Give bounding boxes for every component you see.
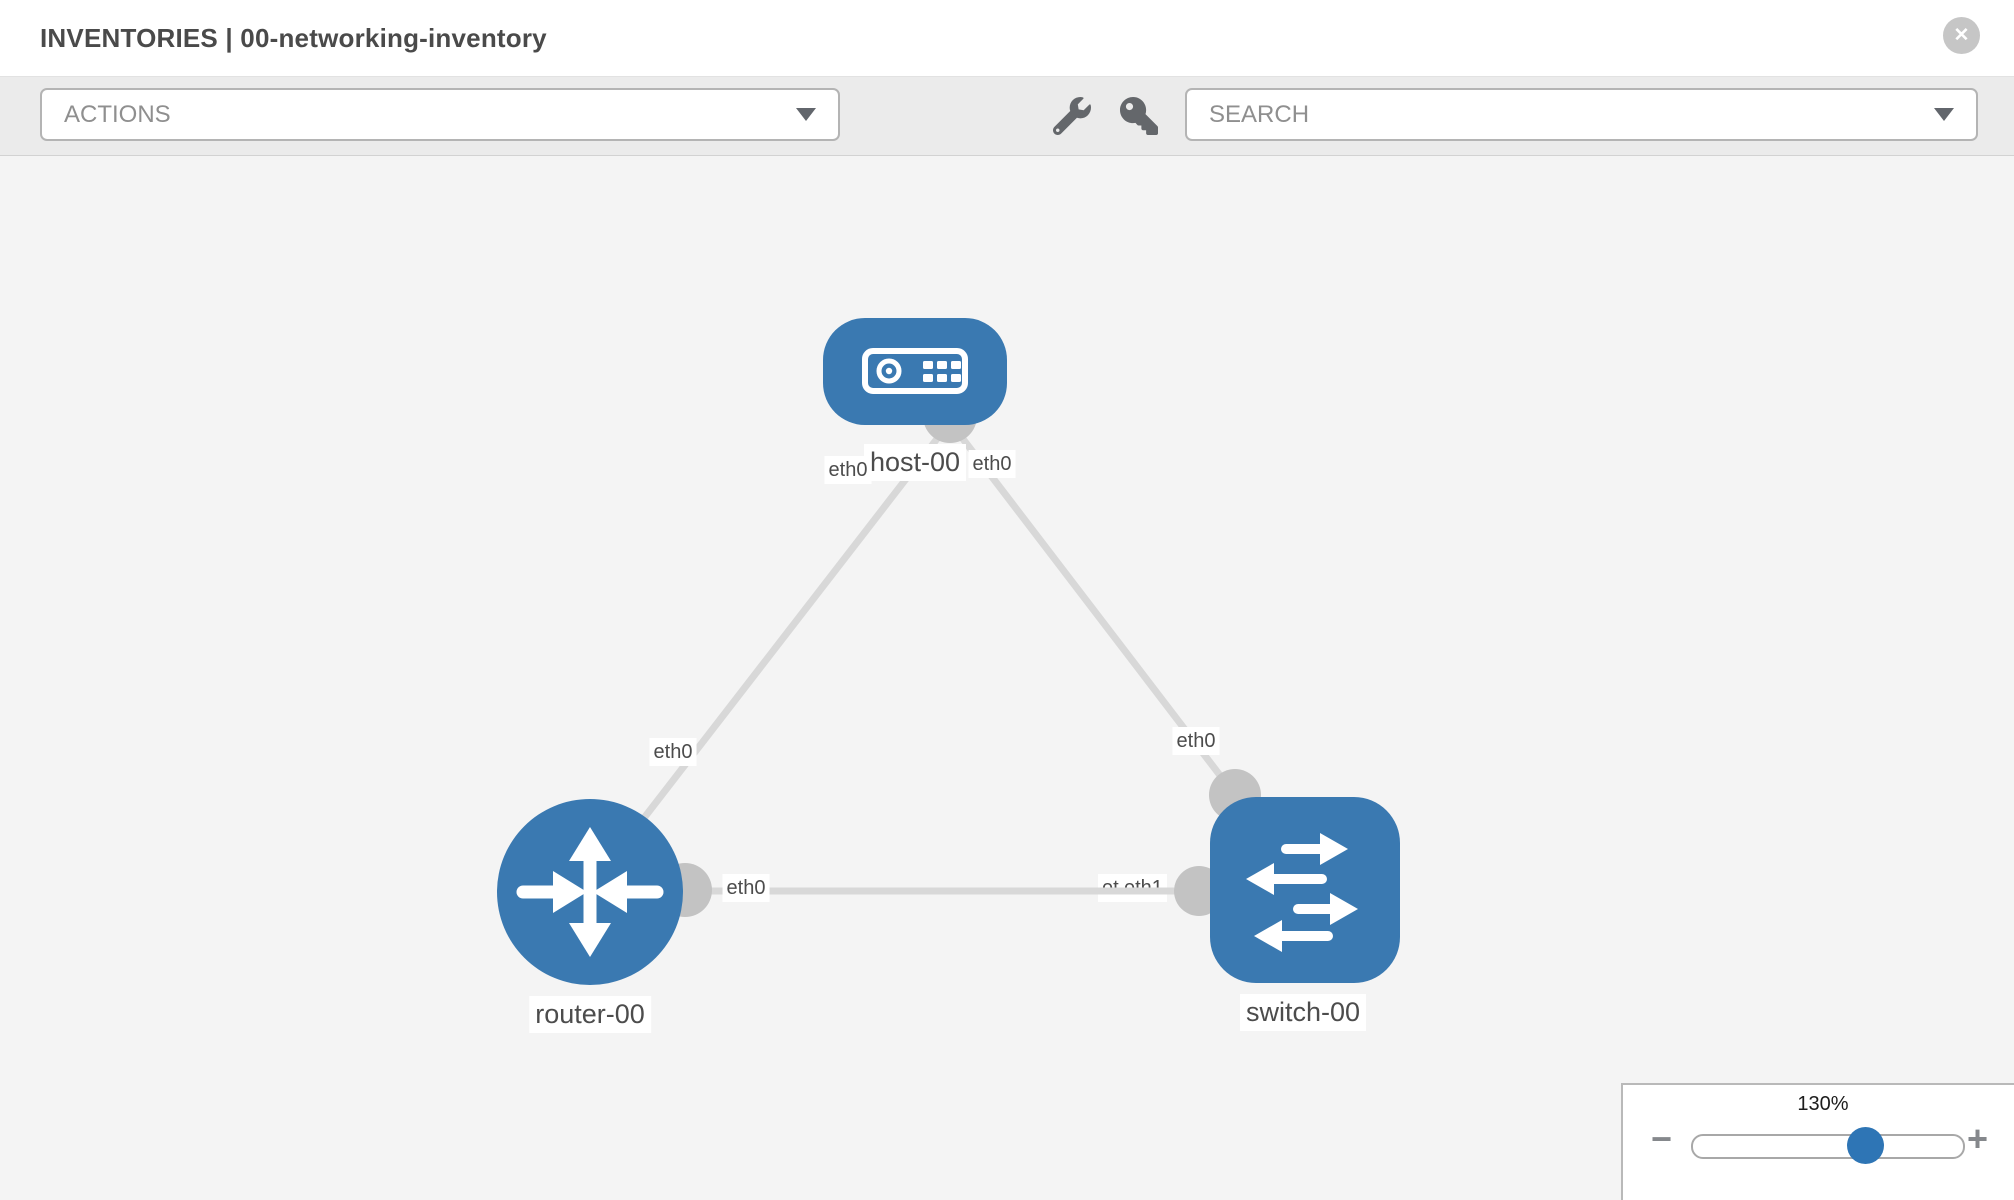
chevron-down-icon: [1934, 108, 1954, 121]
router-icon: [516, 827, 664, 957]
node-switch-00[interactable]: [1210, 797, 1400, 983]
iface-label-router-eth0-top: eth0: [649, 738, 697, 766]
node-router-00[interactable]: [497, 799, 683, 985]
toolbar: ACTIONS SEARCH: [0, 77, 2014, 156]
iface-label-host-eth0-right: eth0: [968, 450, 1016, 478]
wrench-icon[interactable]: [1052, 97, 1091, 136]
link-host-router[interactable]: [607, 419, 953, 865]
search-dropdown[interactable]: SEARCH: [1185, 88, 1978, 141]
node-label-router-00: router-00: [529, 996, 651, 1033]
actions-dropdown-label: ACTIONS: [64, 100, 171, 128]
node-label-switch-00: switch-00: [1239, 994, 1367, 1031]
node-label-host-00: host-00: [863, 444, 967, 481]
window-header: INVENTORIES | 00-networking-inventory ✕: [0, 0, 2014, 77]
chevron-down-icon: [796, 108, 816, 121]
zoom-in-button[interactable]: +: [1967, 1118, 1989, 1159]
iface-label-host-eth0-left: eth0: [824, 456, 872, 484]
host-icon: [862, 348, 968, 394]
zoom-out-button[interactable]: −: [1651, 1118, 1673, 1159]
close-icon: ✕: [1953, 25, 1970, 46]
key-icon[interactable]: [1120, 97, 1158, 135]
node-host-00[interactable]: [823, 318, 1007, 425]
topology-canvas[interactable]: host-00 router-00 switch-00 eth0 eth0 et…: [0, 156, 2014, 1200]
search-dropdown-label: SEARCH: [1209, 100, 1310, 128]
zoom-slider-track[interactable]: [1691, 1134, 1965, 1159]
switch-icon: [1246, 833, 1358, 952]
close-button[interactable]: ✕: [1943, 17, 1980, 54]
page-title: INVENTORIES | 00-networking-inventory: [40, 23, 547, 53]
zoom-control-panel: 130% − +: [1621, 1083, 2014, 1200]
iface-label-router-eth0-link: eth0: [722, 874, 770, 902]
links-layer: [590, 419, 1238, 895]
zoom-slider-knob[interactable]: [1847, 1127, 1884, 1164]
zoom-level-value: 130%: [1797, 1093, 1849, 1115]
iface-label-switch-eth0-top: eth0: [1172, 727, 1220, 755]
actions-dropdown[interactable]: ACTIONS: [40, 88, 840, 141]
